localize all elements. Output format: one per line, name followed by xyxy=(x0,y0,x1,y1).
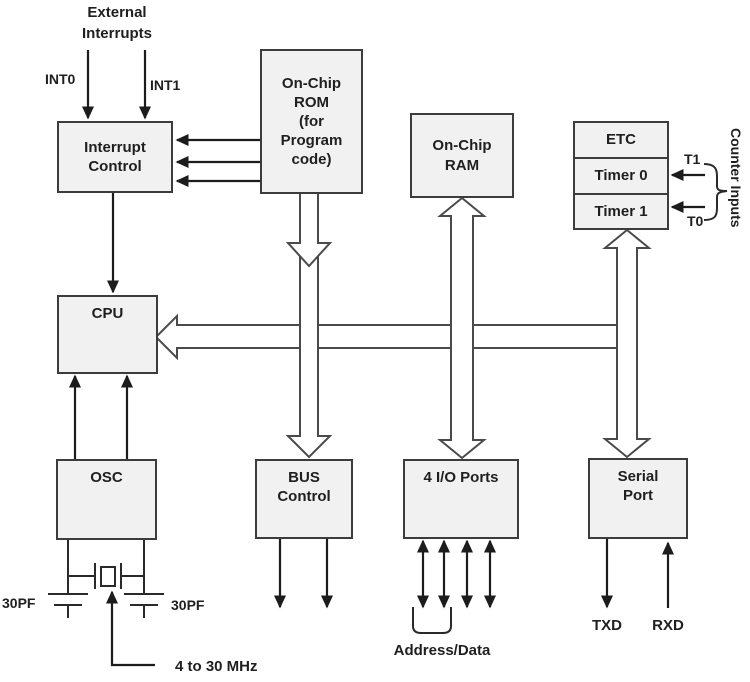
counter-inputs-label: Counter Inputs xyxy=(728,127,744,228)
timer1-block: Timer 1 xyxy=(573,193,669,230)
io-ports-block: 4 I/O Ports xyxy=(403,459,519,539)
serial-port-block: Serial Port xyxy=(588,458,688,539)
t1-label: T1 xyxy=(684,151,701,167)
address-data-bracket xyxy=(412,607,452,634)
cap-right-label: 30PF xyxy=(171,597,205,613)
on-chip-rom-block: On-Chip ROM (for Program code) xyxy=(260,49,363,194)
rxd-label: RXD xyxy=(652,617,684,634)
bus-control-block: BUS Control xyxy=(255,459,353,539)
txd-label: TXD xyxy=(592,617,622,634)
int1-label: INT1 xyxy=(150,77,181,93)
data-bus-to-cpu-arrow xyxy=(154,313,631,361)
etc-block: ETC xyxy=(573,121,669,159)
rom-to-bus-control-channel xyxy=(285,256,333,459)
timer0-block: Timer 0 xyxy=(573,157,669,195)
cap-left-label: 30PF xyxy=(2,595,36,611)
timer-serial-channel-arrow xyxy=(602,228,652,459)
t0-label: T0 xyxy=(687,213,704,229)
cpu-block: CPU xyxy=(57,295,158,374)
external-interrupts-label: External Interrupts xyxy=(81,4,152,42)
counter-inputs-brace xyxy=(703,163,728,221)
ram-io-channel-arrow xyxy=(437,196,487,460)
crystal-freq-arrow xyxy=(106,590,155,667)
interrupt-control-block: Interrupt Control xyxy=(57,121,173,193)
crystal-freq-label: 4 to 30 MHz xyxy=(175,658,258,675)
crystal-body xyxy=(100,566,116,587)
rom-down-arrow xyxy=(285,194,333,268)
address-data-label: Address/Data xyxy=(393,642,491,659)
int0-label: INT0 xyxy=(45,71,76,87)
on-chip-ram-block: On-Chip RAM xyxy=(410,113,514,198)
osc-block: OSC xyxy=(56,459,157,540)
crystal-circuit xyxy=(48,539,164,667)
